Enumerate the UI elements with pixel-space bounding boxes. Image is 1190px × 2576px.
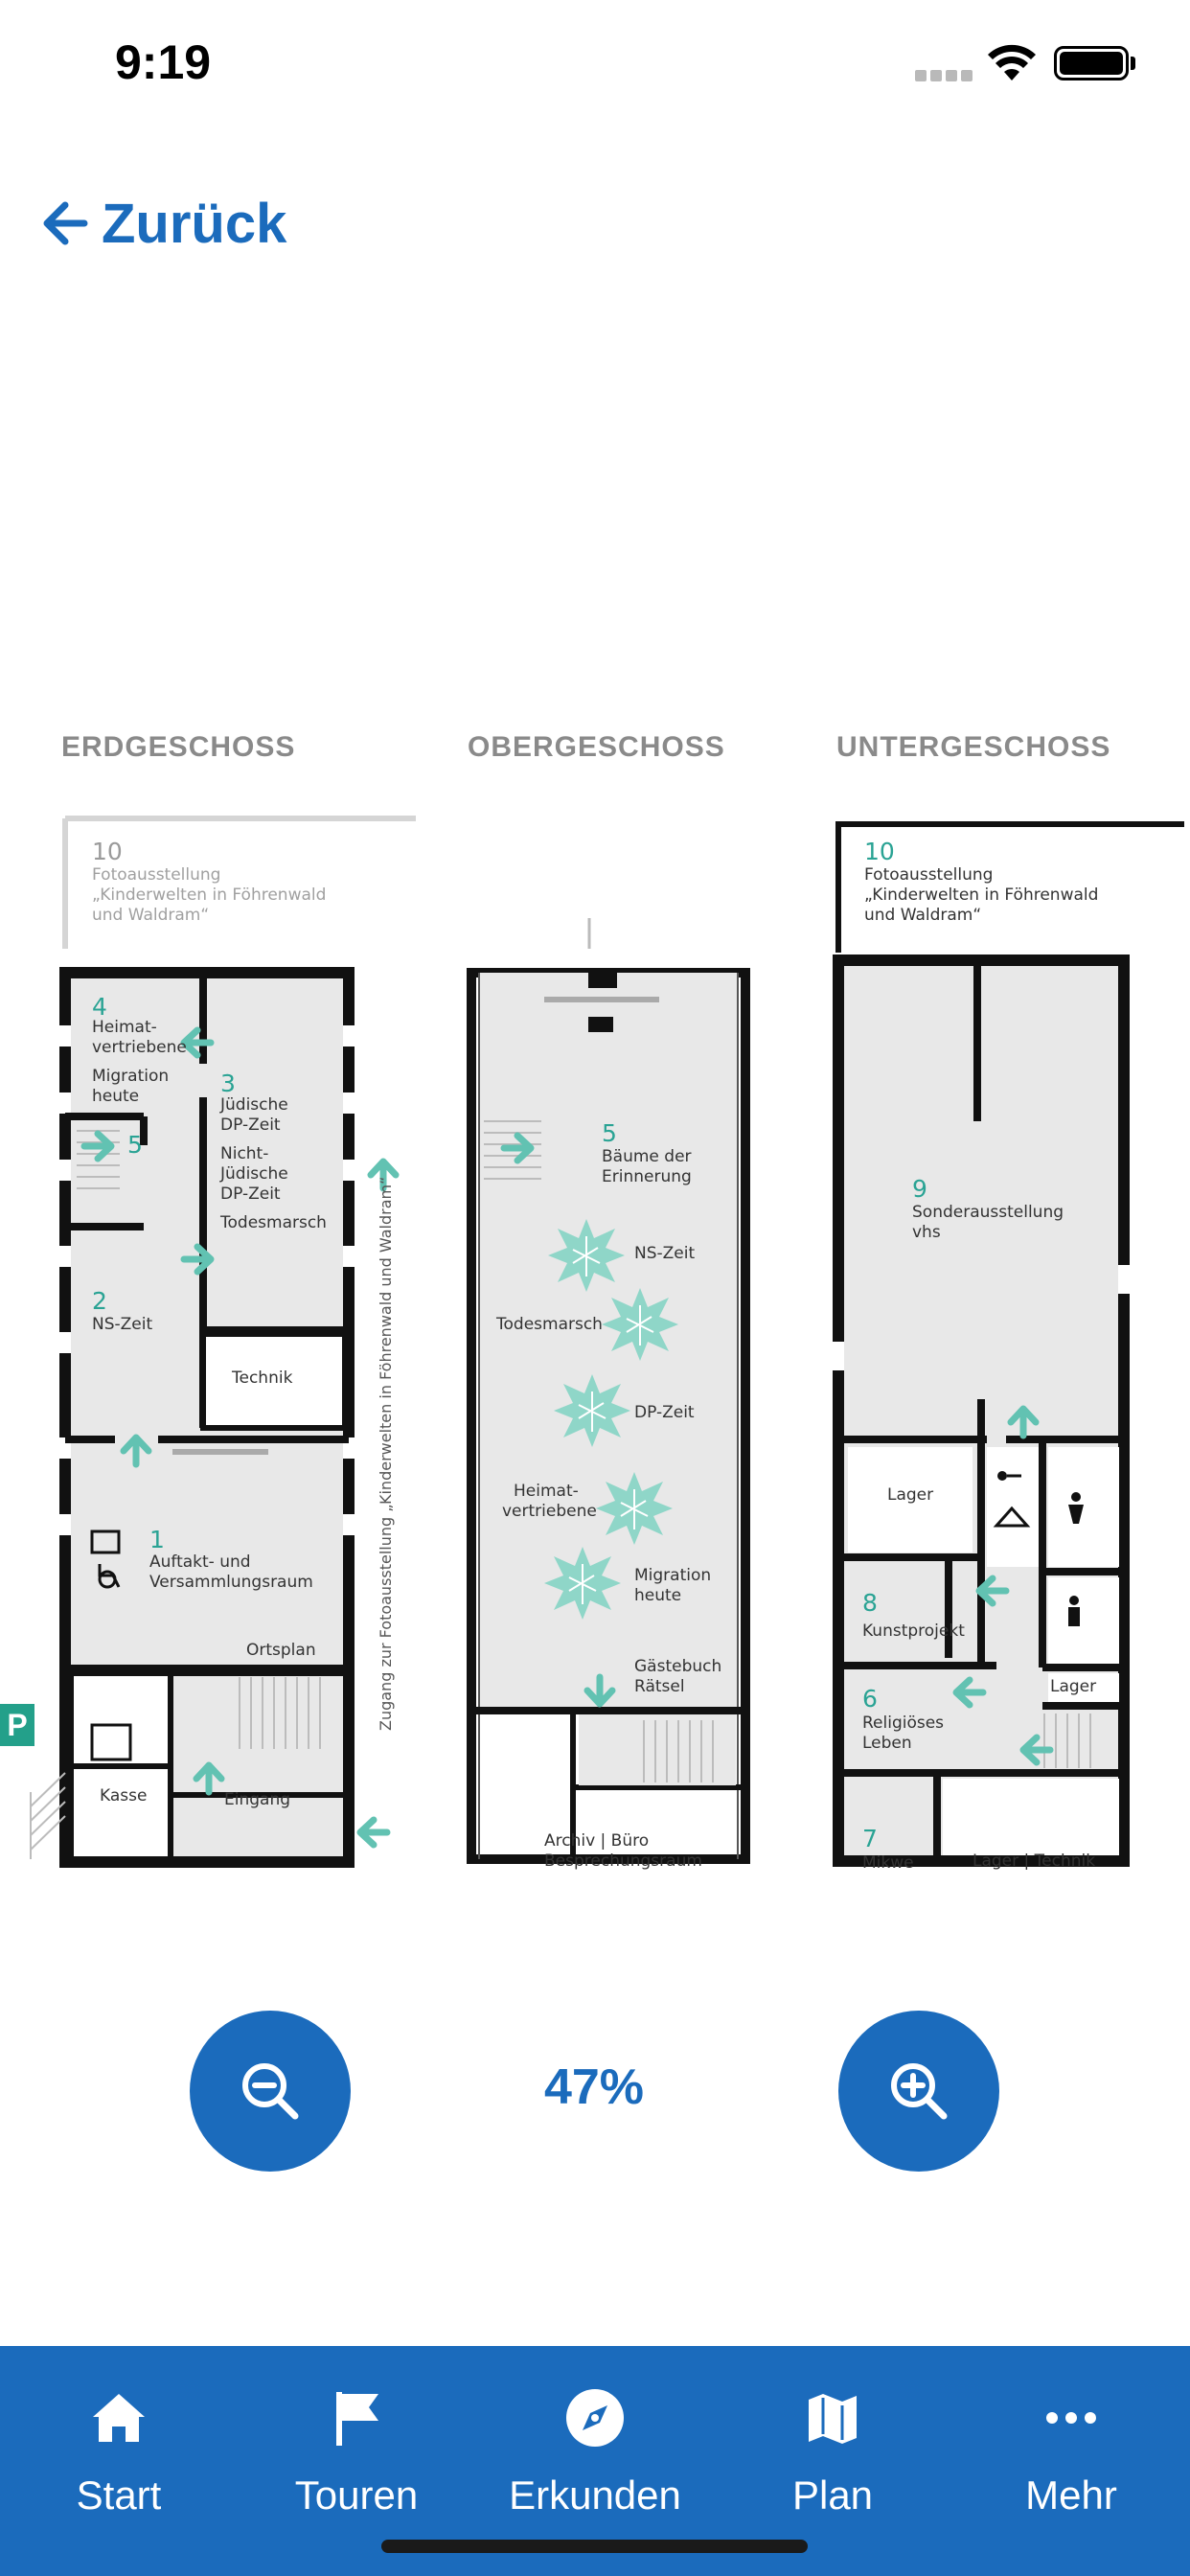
exhibit-10-ground-line3: und Waldram“ <box>92 906 210 925</box>
room-1-line1: Auftakt- und <box>149 1552 251 1572</box>
room-3-line1: Jüdische <box>220 1095 288 1115</box>
kasse-label: Kasse <box>100 1786 148 1806</box>
tab-erkunden[interactable]: Erkunden <box>476 2384 714 2528</box>
exhibit-10-basement-line2: „Kinderwelten in Föhrenwald <box>864 886 1099 905</box>
room-6-line2: Leben <box>862 1734 912 1753</box>
migration-line2: heute <box>92 1087 140 1106</box>
zoom-out-icon <box>242 2063 299 2120</box>
tab-touren[interactable]: Touren <box>238 2384 475 2528</box>
room-4-line2: vertriebene <box>92 1038 187 1057</box>
room-number-2: 2 <box>92 1287 107 1315</box>
lager-label: Lager <box>887 1485 934 1505</box>
back-label: Zurück <box>102 192 287 255</box>
wifi-icon <box>988 44 1036 80</box>
room-3-line2: DP-Zeit <box>220 1116 281 1135</box>
room-number-6: 6 <box>862 1685 878 1713</box>
status-bar: 9:19 <box>0 0 1190 126</box>
zoom-in-icon <box>891 2063 948 2120</box>
room-3-line5: DP-Zeit <box>220 1184 281 1204</box>
zoom-in-button[interactable] <box>838 2011 999 2172</box>
photo-exhibit-access-label: Zugang zur Fotoausstellung „Kinderwelten… <box>377 1176 395 1731</box>
tab-label-erkunden: Erkunden <box>509 2472 681 2518</box>
room-number-5-ground: 5 <box>127 1131 143 1159</box>
exhibit-10-basement-line1: Fotoausstellung <box>864 865 994 885</box>
room-number-9: 9 <box>912 1175 927 1203</box>
zoom-out-button[interactable] <box>190 2011 351 2172</box>
upper-todesmarsch: Todesmarsch <box>496 1315 603 1334</box>
room-7-label: Mikwe <box>862 1853 914 1873</box>
parking-sign: P <box>0 1704 34 1746</box>
room-3-line4: Jüdische <box>220 1164 288 1184</box>
floor-title-ground: ERDGESCHOSS <box>61 731 296 763</box>
room-number-10-ground: 10 <box>92 838 123 865</box>
room-1-line2: Versammlungsraum <box>149 1573 313 1592</box>
migration-line1: Migration <box>92 1067 170 1086</box>
back-button[interactable]: Zurück <box>38 190 286 257</box>
tab-label-touren: Touren <box>294 2472 419 2518</box>
upper-ns-zeit: NS-Zeit <box>634 1244 696 1263</box>
eingang-label: Eingang <box>224 1790 291 1809</box>
upper-heimat-line2: vertriebene <box>502 1502 597 1521</box>
upper-migration-line2: heute <box>634 1586 682 1605</box>
ortsplan-label: Ortsplan <box>246 1641 316 1660</box>
outdoor-area-outline <box>62 816 416 949</box>
room-9-line2: vhs <box>912 1223 941 1242</box>
room-number-1: 1 <box>149 1526 165 1553</box>
room-2-label: NS-Zeit <box>92 1315 153 1334</box>
floor-plan[interactable]: ERDGESCHOSS OBERGESCHOSS UNTERGESCHOSS <box>0 709 1190 1955</box>
room-3-line6: Todesmarsch <box>220 1213 327 1232</box>
gaestebuch-line1: Gästebuch <box>634 1657 722 1676</box>
room-number-3: 3 <box>220 1070 236 1097</box>
status-time: 9:19 <box>115 35 212 89</box>
archiv-line2: Besprechungsraum <box>544 1852 702 1871</box>
room-3-line3: Nicht- <box>220 1144 269 1163</box>
room-number-4: 4 <box>92 993 107 1021</box>
battery-tip <box>1131 57 1135 70</box>
exhibit-10-ground-line2: „Kinderwelten in Föhrenwald <box>92 886 327 905</box>
home-indicator[interactable] <box>381 2540 808 2553</box>
upper-migration-line1: Migration <box>634 1566 712 1585</box>
lager-technik-label: Lager | Technik <box>973 1852 1096 1871</box>
room-4-line1: Heimat- <box>92 1018 157 1037</box>
tab-label-plan: Plan <box>791 2472 874 2518</box>
upper-heimat-line1: Heimat- <box>514 1482 579 1501</box>
arrow-left-icon <box>43 201 88 245</box>
archiv-line1: Archiv | Büro <box>544 1831 650 1851</box>
floor-title-basement: UNTERGESCHOSS <box>836 731 1111 763</box>
tab-start[interactable]: Start <box>0 2384 238 2528</box>
tab-plan[interactable]: Plan <box>714 2384 951 2528</box>
flag-icon <box>336 2392 378 2446</box>
floor-title-upper: OBERGESCHOSS <box>468 731 725 763</box>
ellipsis-icon <box>1046 2412 1096 2424</box>
technik-label: Technik <box>232 1368 293 1388</box>
tab-bar: Start Touren Erkunden Plan Mehr <box>0 2346 1190 2576</box>
room-5-line1: Bäume der <box>602 1147 692 1166</box>
map-icon <box>809 2394 857 2444</box>
room-number-8: 8 <box>862 1589 878 1617</box>
room-5-line2: Erinnerung <box>602 1167 692 1186</box>
exhibit-10-basement-line3: und Waldram“ <box>864 906 982 925</box>
gaestebuch-line2: Rätsel <box>634 1677 685 1696</box>
room-number-5-upper: 5 <box>602 1119 617 1147</box>
floor-plan-drawing <box>30 816 1184 1868</box>
room-6-line1: Religiöses <box>862 1714 945 1733</box>
tab-mehr[interactable]: Mehr <box>952 2384 1190 2528</box>
compass-icon <box>566 2389 624 2447</box>
tab-label-mehr: Mehr <box>1025 2472 1117 2518</box>
room-9-line1: Sonderausstellung <box>912 1203 1064 1222</box>
room-8-label: Kunstprojekt <box>862 1622 965 1641</box>
house-icon <box>93 2394 145 2442</box>
battery-icon <box>1054 46 1129 80</box>
tab-label-start: Start <box>76 2472 162 2518</box>
room-number-7: 7 <box>862 1825 878 1852</box>
lager2-label: Lager <box>1050 1677 1097 1696</box>
zoom-level: 47% <box>543 2059 645 2115</box>
room-number-10-basement: 10 <box>864 838 895 865</box>
exhibit-10-ground-line1: Fotoausstellung <box>92 865 221 885</box>
cellular-signal-icon <box>915 69 976 86</box>
upper-dp-zeit: DP-Zeit <box>634 1403 695 1422</box>
